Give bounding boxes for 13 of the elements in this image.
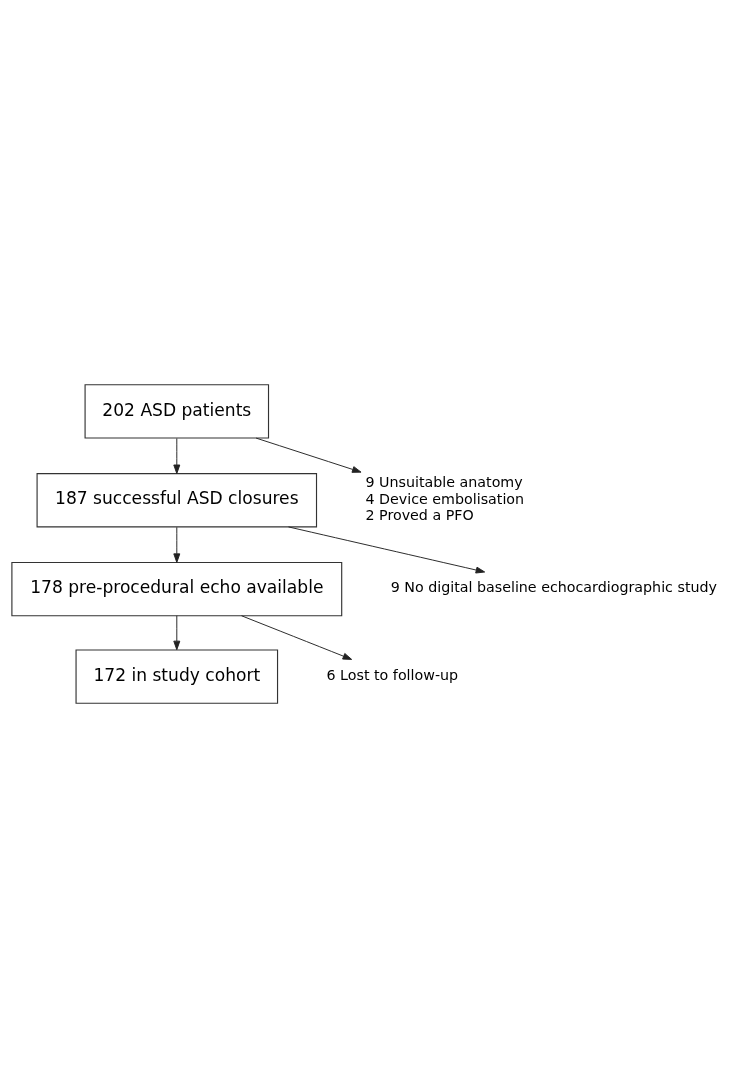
arrow [173,437,181,474]
arrow [288,525,486,573]
node-box: 172 in study cohort [75,648,279,704]
arrow [241,614,353,660]
arrow [173,526,181,563]
node-text: 9 No digital baseline echocardiographic study [390,578,718,595]
node-text: 6 Lost to follow-up [326,666,459,683]
arrow [255,437,362,473]
node-box: 187 successful ASD closures [36,472,318,527]
arrow [173,614,181,650]
node-box: 178 pre-procedural echo available [11,561,343,616]
node-box: 202 ASD patients [84,383,270,439]
node-text: 9 Unsuitable anatomy 4 Device embolisation 2 Proved a PFO [365,473,525,523]
